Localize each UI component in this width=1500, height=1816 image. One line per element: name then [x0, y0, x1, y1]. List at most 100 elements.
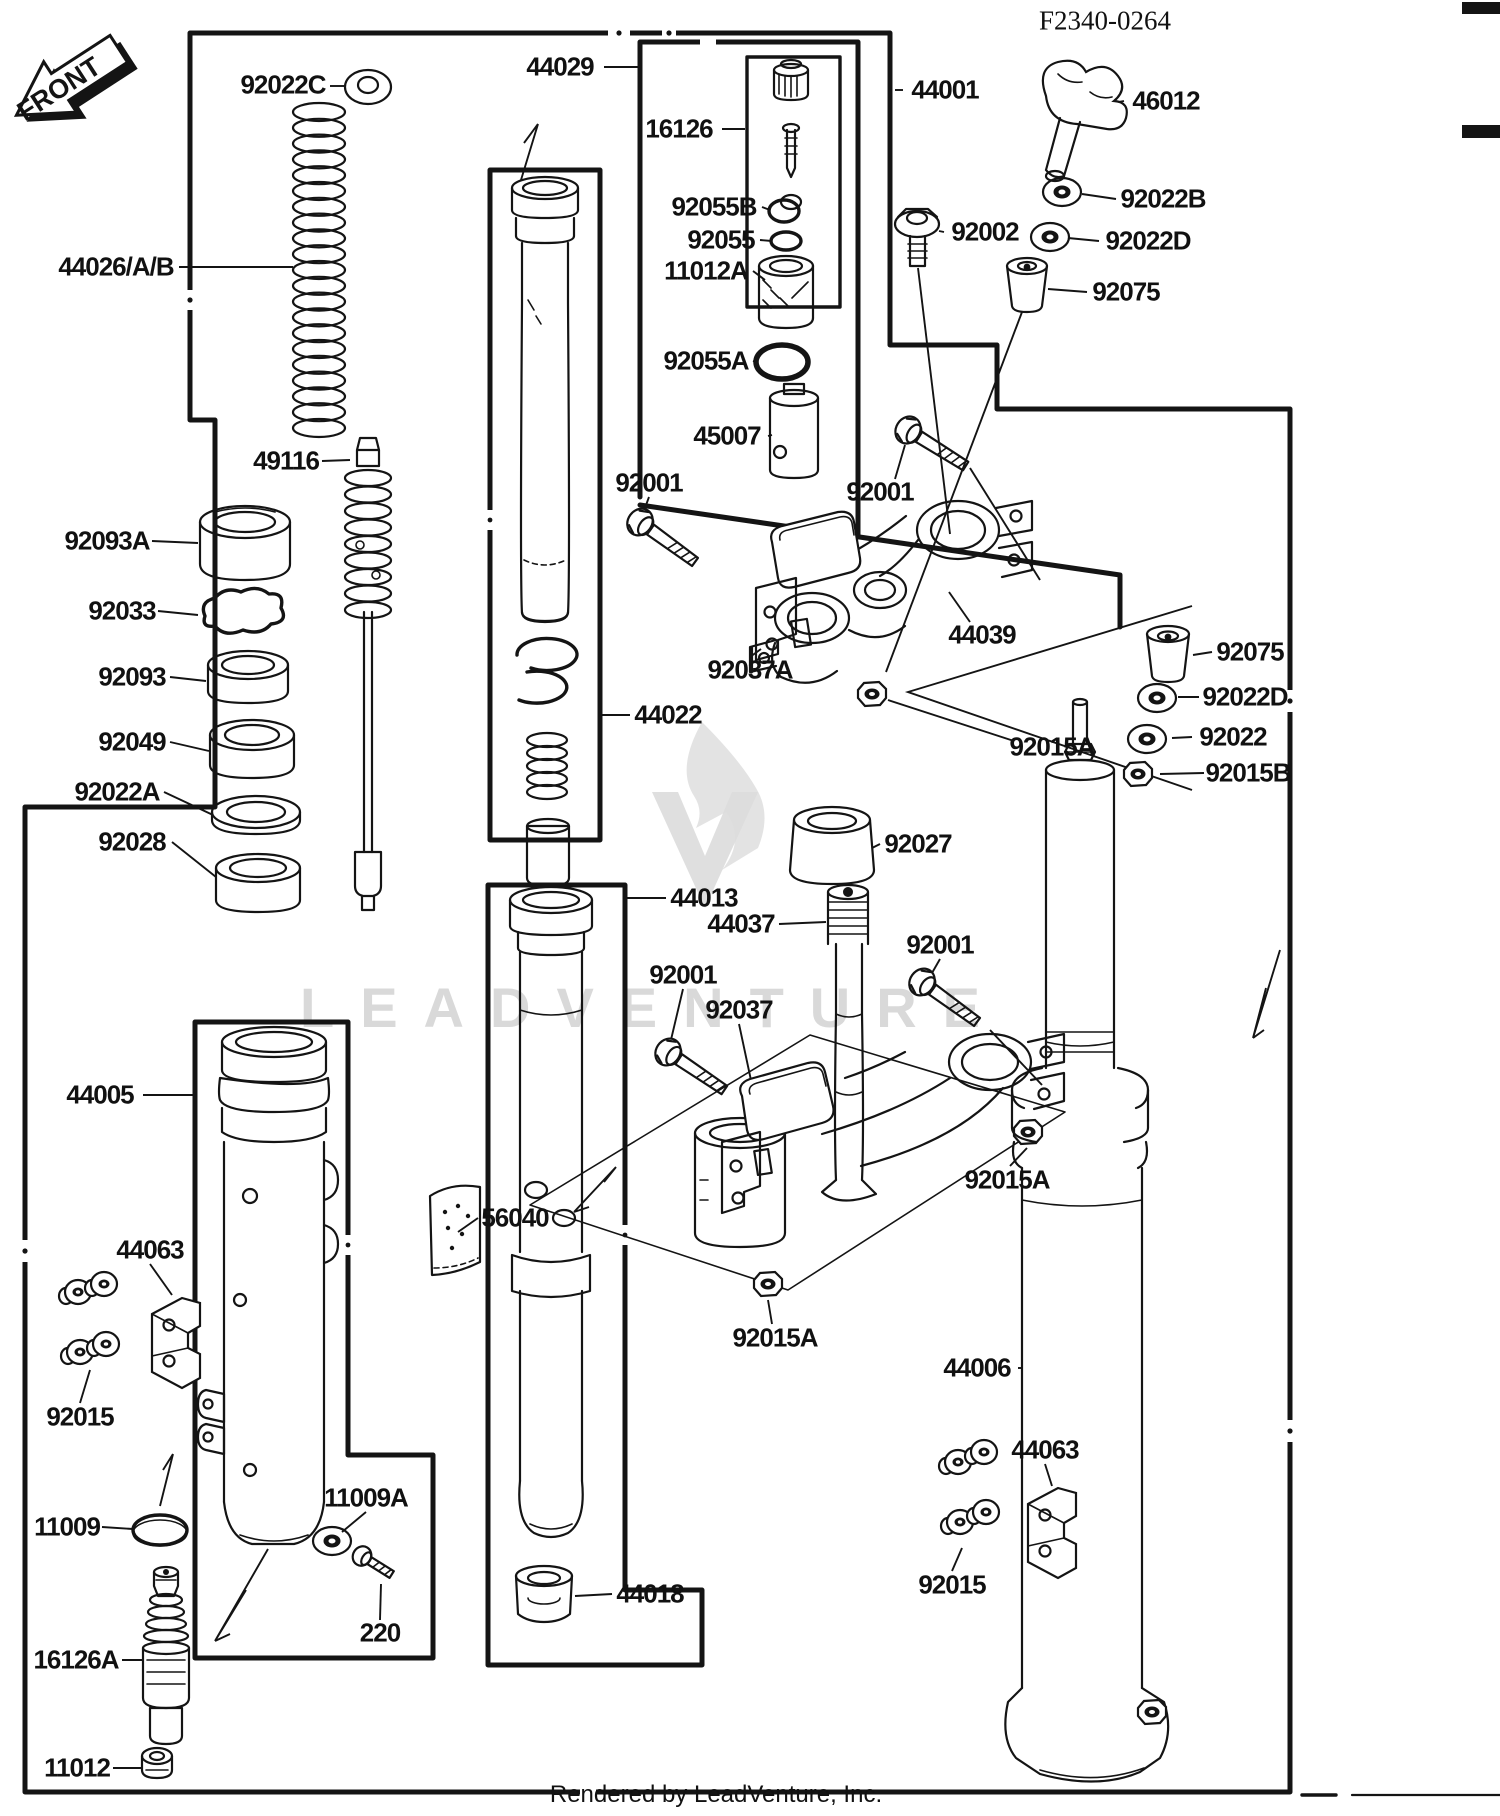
part-label-92001-topright: 92001: [846, 476, 914, 507]
part-92093-seal: [206, 649, 290, 705]
front-arrow: FRONT: [12, 33, 138, 127]
part-label-45007: 45007: [693, 420, 761, 451]
part-11009-oring: [131, 1513, 189, 1547]
part-label-92055A: 92055A: [663, 345, 749, 376]
part-92015-right-dampers: [937, 1438, 1001, 1536]
part-label-92022-right: 92022: [1199, 721, 1267, 752]
part-label-92075-right: 92075: [1216, 636, 1284, 667]
part-92015A-bottomcenter-nut: [752, 1270, 784, 1298]
part-44018-cup: [514, 1564, 574, 1624]
part-92015A-topright-nut: [856, 680, 888, 708]
part-45007-cylinder: [768, 382, 820, 480]
part-label-92022B: 92022B: [1120, 183, 1206, 214]
part-92037A-holder: [754, 510, 862, 662]
part-label-92015B: 92015B: [1205, 757, 1291, 788]
part-label-44001: 44001: [911, 74, 979, 105]
part-label-92075-upper: 92075: [1092, 276, 1160, 307]
part-label-92022D-upper: 92022D: [1105, 225, 1191, 256]
part-49116-damper-rod: [343, 436, 393, 912]
part-label-44005: 44005: [66, 1079, 134, 1110]
part-label-44063-right: 44063: [1011, 1434, 1079, 1465]
part-11012A-plug: [757, 254, 815, 330]
part-label-92015-left: 92015: [46, 1401, 114, 1432]
part-label-92055B: 92055B: [671, 191, 757, 222]
part-label-11012A: 11012A: [664, 255, 749, 286]
part-44026-spring: [291, 101, 347, 439]
part-label-44029: 44029: [526, 51, 594, 82]
part-92001-bottomleft-bolt: [649, 1032, 734, 1103]
part-44063-right-bracket: [1026, 1486, 1078, 1580]
part-label-44018: 44018: [616, 1578, 684, 1609]
part-label-11009A: 11009A: [324, 1482, 409, 1513]
part-label-92037A: 92037A: [707, 654, 793, 685]
leadventure-watermark: LEADVENTURE: [300, 976, 1007, 1039]
part-92075-upper-cap: [1005, 256, 1049, 314]
part-label-46012: 46012: [1132, 85, 1200, 116]
part-92055A-oring: [753, 342, 811, 382]
part-92001-bottomright-bolt: [902, 962, 987, 1035]
part-label-92049: 92049: [98, 726, 166, 757]
part-92002-bolt: [893, 207, 941, 268]
part-label-92037: 92037: [705, 994, 773, 1025]
leadventure-logo-watermark: [652, 722, 765, 908]
part-label-92015A-topright: 92015A: [1009, 731, 1095, 762]
part-label-92093: 92093: [98, 661, 166, 692]
part-label-92015-right: 92015: [918, 1569, 986, 1600]
part-92055B-oring: [767, 198, 801, 224]
part-label-16126A: 16126A: [33, 1644, 119, 1675]
part-label-44006: 44006: [943, 1352, 1011, 1383]
part-56040-protector: [428, 1184, 482, 1277]
part-label-92001-topleft: 92001: [615, 467, 683, 498]
part-92093A-cup: [198, 504, 292, 582]
part-label-56040: 56040: [481, 1202, 549, 1233]
part-label-11012: 11012: [44, 1752, 111, 1783]
part-label-44022: 44022: [634, 699, 702, 730]
part-label-16126: 16126: [645, 113, 713, 144]
part-label-49116: 49116: [253, 445, 320, 476]
part-16126A-valve: [141, 1565, 191, 1746]
part-label-92027: 92027: [884, 828, 952, 859]
part-label-92033: 92033: [88, 595, 156, 626]
diagram-border: [18, 2, 1500, 1798]
part-44022-damper-tube: [510, 175, 580, 888]
footer-credit: Rendered by LeadVenture, Inc.: [549, 1781, 883, 1808]
part-92049-ring: [208, 718, 296, 780]
part-11009A-washer: [311, 1525, 353, 1557]
part-92022B-washer: [1041, 176, 1083, 208]
part-label-92002: 92002: [951, 216, 1019, 247]
part-92022A-washer: [210, 794, 302, 836]
part-label-92001-bottomleft: 92001: [649, 959, 717, 990]
part-92027-cup: [788, 805, 876, 886]
assembly-arrows: [159, 123, 1281, 1642]
part-label-92022A: 92022A: [74, 776, 160, 807]
part-label-92022D-right: 92022D: [1202, 681, 1288, 712]
part-label-44039: 44039: [948, 619, 1016, 650]
part-92022D-upper-washer: [1029, 221, 1071, 253]
part-label-220: 220: [359, 1617, 401, 1648]
part-44013-inner-tube: [508, 885, 594, 1539]
part-label-92022C: 92022C: [240, 69, 326, 100]
part-92022-right-washer: [1126, 723, 1168, 755]
part-label-44026AB: 44026/A/B: [58, 251, 174, 282]
part-92037-holder: [720, 1061, 835, 1215]
part-label-92015A-midright: 92015A: [964, 1164, 1050, 1195]
part-92015B-nut: [1122, 760, 1154, 788]
part-label-92028: 92028: [98, 826, 166, 857]
figure-code: F2340-0264: [1038, 5, 1172, 36]
part-92033-wave-ring: [201, 586, 286, 635]
part-44006-axle-nut: [1136, 1698, 1168, 1726]
part-92001-topright-bolt: [889, 410, 975, 480]
part-label-44013: 44013: [670, 882, 738, 913]
part-16126-air-valve: [772, 58, 810, 211]
group-boxes: [192, 36, 861, 1668]
part-label-44037: 44037: [707, 908, 775, 939]
part-11012-cap: [140, 1746, 174, 1780]
part-92055-oring: [769, 230, 803, 252]
part-92015-left-dampers: [57, 1270, 121, 1366]
part-92028-bushing: [214, 852, 302, 914]
part-220-screw: [351, 1545, 395, 1580]
part-92075-right-cap: [1145, 624, 1191, 684]
part-label-92093A: 92093A: [64, 525, 150, 556]
